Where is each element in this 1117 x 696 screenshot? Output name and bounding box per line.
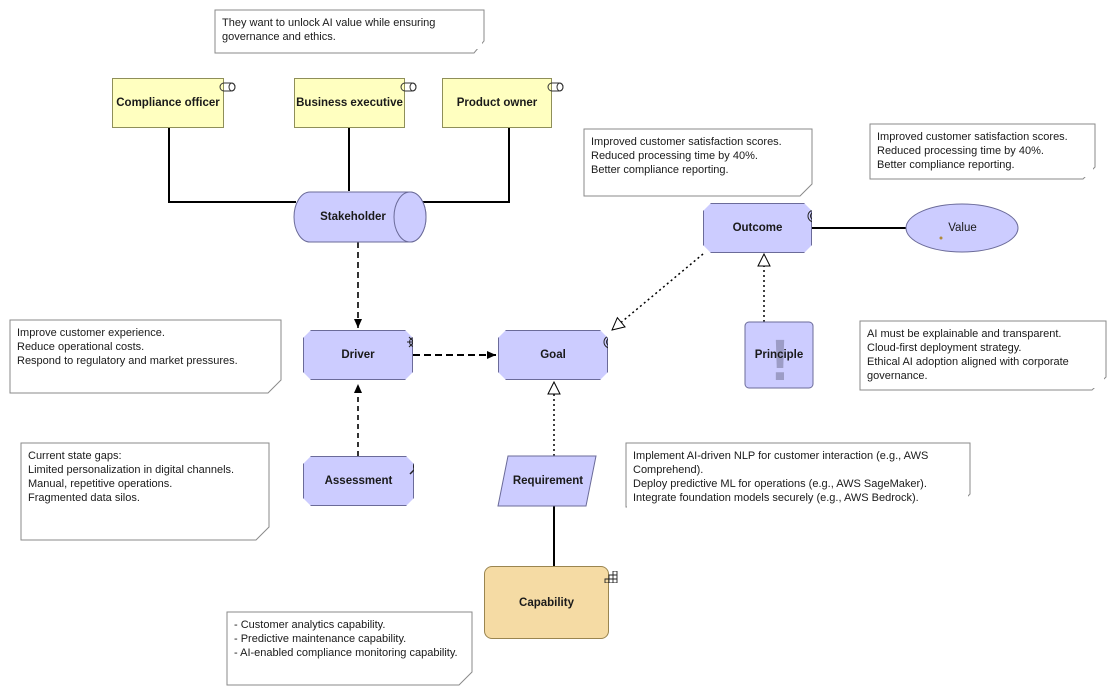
note-line: Integrate foundation models securely (e.… bbox=[633, 492, 919, 504]
product-owner-role[interactable]: Product owner bbox=[442, 78, 564, 128]
note-driver-goals: Improve customer experience. Reduce oper… bbox=[11, 321, 279, 373]
requirement-label: Requirement bbox=[512, 475, 584, 487]
note-outcome-results: Improved customer satisfaction scores. R… bbox=[585, 130, 809, 182]
note-line: Current state gaps: bbox=[28, 450, 122, 462]
driver-label: Driver bbox=[341, 349, 375, 361]
note-line: Reduced processing time by 40%. bbox=[591, 150, 758, 162]
capability-label: Capability bbox=[519, 596, 574, 609]
requirement-element[interactable]: Requirement bbox=[500, 456, 596, 506]
value-label: Value bbox=[948, 222, 977, 234]
value-ellipse-shape bbox=[905, 203, 1019, 253]
note-line: Improve customer experience. bbox=[17, 327, 165, 339]
note-line: Fragmented data silos. bbox=[28, 492, 140, 504]
principle-label: Principle bbox=[754, 349, 804, 361]
note-line: Improved customer satisfaction scores. bbox=[877, 131, 1068, 143]
note-line: They want to unlock AI value while ensur… bbox=[222, 17, 436, 29]
note-line: Manual, repetitive operations. bbox=[28, 478, 173, 490]
driver-element[interactable]: Driver bbox=[303, 330, 413, 380]
capability-element[interactable]: Capability bbox=[484, 566, 618, 639]
association-product-owner-stakeholder bbox=[412, 128, 510, 203]
role-label: Compliance officer bbox=[116, 97, 220, 109]
role-label: Product owner bbox=[456, 97, 538, 109]
goal-element[interactable]: Goal bbox=[498, 330, 608, 380]
goal-label: Goal bbox=[540, 349, 566, 361]
note-line: Limited personalization in digital chann… bbox=[28, 464, 235, 476]
note-line: AI must be explainable and transparent. bbox=[867, 328, 1062, 340]
assessment-label: Assessment bbox=[324, 475, 393, 487]
stakeholder-cylinder-shape bbox=[293, 191, 427, 243]
note-line: governance and ethics. bbox=[222, 31, 336, 43]
value-dot bbox=[939, 236, 943, 240]
value-element[interactable]: Value bbox=[907, 204, 1018, 252]
note-stakeholder-intent: They want to unlock AI value while ensur… bbox=[216, 11, 482, 49]
note-line: Comprehend). bbox=[633, 464, 704, 476]
assessment-element[interactable]: Assessment bbox=[303, 456, 414, 506]
note-capabilities: - Customer analytics capability. - Predi… bbox=[228, 613, 470, 665]
exclamation-icon: ! bbox=[770, 328, 789, 393]
note-principles: AI must be explainable and transparent. … bbox=[861, 322, 1104, 388]
note-assessment-gaps: Current state gaps: Limited personalizat… bbox=[22, 444, 267, 510]
note-line: Reduce operational costs. bbox=[17, 341, 145, 353]
note-value-results: Improved customer satisfaction scores. R… bbox=[871, 125, 1093, 177]
note-line: - Predictive maintenance capability. bbox=[234, 633, 407, 645]
note-line: Better compliance reporting. bbox=[877, 159, 1015, 171]
principle-box-shape bbox=[744, 321, 814, 389]
role-label: Business executive bbox=[296, 97, 403, 109]
note-line: Reduced processing time by 40%. bbox=[877, 145, 1044, 157]
association-compliance-officer-stakeholder bbox=[168, 128, 296, 203]
note-line: Improved customer satisfaction scores. bbox=[591, 136, 782, 148]
note-line: Better compliance reporting. bbox=[591, 164, 729, 176]
note-line: Ethical AI adoption aligned with corpora… bbox=[867, 356, 1069, 368]
business-executive-role[interactable]: Business executive bbox=[294, 78, 417, 128]
realization-outcome-goal bbox=[612, 253, 704, 330]
note-line: - AI-enabled compliance monitoring capab… bbox=[234, 647, 458, 659]
requirement-parallelogram-shape bbox=[497, 455, 597, 507]
compliance-officer-role[interactable]: Compliance officer bbox=[112, 78, 236, 128]
note-line: Implement AI-driven NLP for customer int… bbox=[633, 450, 929, 462]
note-line: governance. bbox=[867, 370, 928, 382]
outcome-label: Outcome bbox=[732, 222, 783, 234]
stakeholder-label: Stakeholder bbox=[320, 211, 386, 223]
note-line: Cloud-first deployment strategy. bbox=[867, 342, 1022, 354]
note-requirement-details: Implement AI-driven NLP for customer int… bbox=[627, 444, 968, 510]
note-line: Respond to regulatory and market pressur… bbox=[17, 355, 238, 367]
outcome-element[interactable]: Outcome bbox=[703, 203, 812, 253]
note-line: - Customer analytics capability. bbox=[234, 619, 386, 631]
stakeholder-element[interactable]: Stakeholder bbox=[296, 192, 426, 242]
note-line: Deploy predictive ML for operations (e.g… bbox=[633, 478, 927, 490]
principle-element[interactable]: Principle bbox=[745, 322, 813, 388]
